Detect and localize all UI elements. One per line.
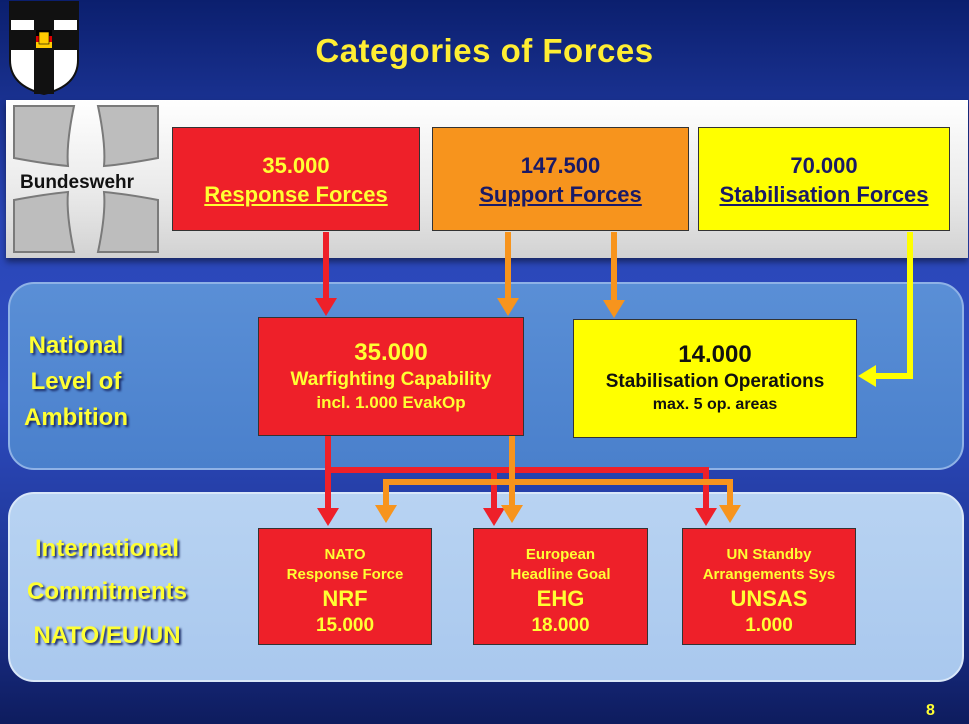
support-forces-number: 147.500 bbox=[520, 153, 601, 178]
response-forces-box: 35.000 Response Forces bbox=[172, 127, 420, 231]
international-label-line: International bbox=[34, 535, 179, 562]
national-label-line: Ambition bbox=[24, 404, 128, 431]
unsas-number: 1.000 bbox=[745, 615, 793, 636]
unsas-abbr: UNSAS bbox=[730, 586, 808, 611]
eagle-crest-icon bbox=[9, 1, 79, 96]
nrf-box: NATO Response Force NRF 15.000 bbox=[258, 528, 432, 645]
stabilisation-ops-label: Stabilisation Operations bbox=[605, 371, 825, 392]
stabilisation-ops-number: 14.000 bbox=[678, 341, 752, 368]
nrf-number: 15.000 bbox=[315, 615, 375, 636]
international-label-line: NATO/EU/UN bbox=[33, 622, 181, 649]
nrf-line2: Response Force bbox=[286, 566, 404, 583]
warfighting-capability-box: 35.000 Warfighting Capability incl. 1.00… bbox=[258, 317, 524, 436]
ehg-box: European Headline Goal EHG 18.000 bbox=[473, 528, 648, 645]
warfighting-number: 35.000 bbox=[354, 339, 428, 366]
national-label-line: Level of bbox=[30, 368, 122, 395]
ehg-line2: Headline Goal bbox=[510, 566, 611, 583]
ehg-number: 18.000 bbox=[531, 615, 590, 636]
response-forces-number: 35.000 bbox=[262, 153, 330, 178]
stabilisation-forces-number: 70.000 bbox=[790, 153, 858, 178]
support-forces-label: Support Forces bbox=[479, 182, 642, 207]
unsas-box: UN Standby Arrangements Sys UNSAS 1.000 bbox=[682, 528, 856, 645]
warfighting-label: Warfighting Capability bbox=[290, 369, 492, 390]
bundeswehr-label: Bundeswehr bbox=[20, 172, 135, 193]
stabilisation-operations-box: 14.000 Stabilisation Operations max. 5 o… bbox=[573, 319, 857, 438]
unsas-line2: Arrangements Sys bbox=[702, 566, 836, 583]
ehg-line1: European bbox=[525, 546, 596, 563]
page-number: 8 bbox=[926, 702, 935, 719]
international-label-line: Commitments bbox=[26, 578, 188, 605]
support-forces-box: 147.500 Support Forces bbox=[432, 127, 689, 231]
ehg-abbr: EHG bbox=[536, 586, 585, 611]
response-forces-label: Response Forces bbox=[204, 182, 388, 207]
national-label-line: National bbox=[28, 332, 124, 359]
unsas-line1: UN Standby bbox=[726, 546, 812, 563]
stabilisation-forces-box: 70.000 Stabilisation Forces bbox=[698, 127, 950, 231]
page-title: Categories of Forces bbox=[315, 32, 654, 69]
stabilisation-ops-sub: max. 5 op. areas bbox=[652, 396, 778, 413]
warfighting-sub: incl. 1.000 EvakOp bbox=[316, 393, 466, 412]
nrf-abbr: NRF bbox=[322, 586, 368, 611]
nrf-line1: NATO bbox=[324, 546, 366, 563]
stabilisation-forces-label: Stabilisation Forces bbox=[719, 182, 929, 207]
iron-cross-icon bbox=[13, 105, 159, 253]
national-level-label: National Level of Ambition bbox=[14, 328, 138, 436]
